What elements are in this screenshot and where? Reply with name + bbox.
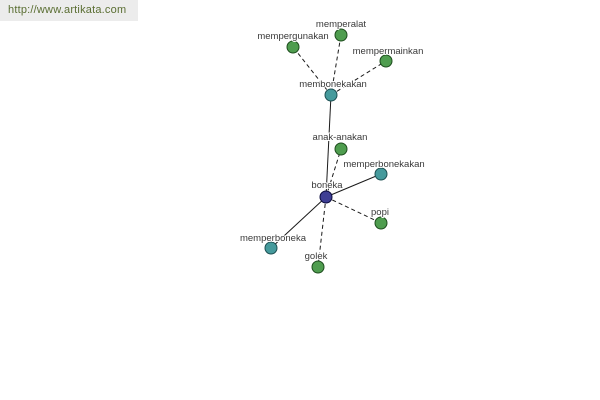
node-label-anak-anakan[interactable]: anak-anakan	[312, 131, 369, 144]
edge-membonekakan--boneka	[325, 94, 332, 198]
node-memperboneka[interactable]	[264, 241, 278, 255]
node-label-boneka[interactable]: boneka	[310, 179, 344, 192]
node-label-mempermainkan[interactable]: mempermainkan	[352, 45, 425, 58]
node-membonekakan[interactable]	[324, 88, 338, 102]
node-label-memperbonekakan[interactable]: memperbonekakan	[342, 158, 425, 171]
node-label-mempergunakan[interactable]: mempergunakan	[256, 30, 329, 43]
node-popi[interactable]	[374, 216, 388, 230]
node-mempermainkan[interactable]	[379, 54, 393, 68]
edge-membonekakan--mempergunakan	[292, 46, 332, 96]
edge-boneka--memperbonekakan	[325, 173, 382, 198]
node-mempergunakan[interactable]	[286, 40, 300, 54]
node-label-memperboneka[interactable]: memperboneka	[239, 232, 308, 245]
edge-boneka--popi	[325, 196, 382, 224]
node-label-popi[interactable]: popi	[370, 206, 390, 219]
node-label-membonekakan[interactable]: membonekakan	[298, 78, 368, 91]
node-memperbonekakan[interactable]	[374, 167, 388, 181]
edge-boneka--anak-anakan	[325, 148, 342, 198]
node-boneka[interactable]	[319, 190, 333, 204]
edge-membonekakan--mempermainkan	[330, 60, 387, 96]
node-label-memperalat[interactable]: memperalat	[315, 18, 368, 31]
edge-boneka--memperboneka	[270, 196, 327, 249]
node-anak-anakan[interactable]	[334, 142, 348, 156]
edge-boneka--golek	[317, 196, 327, 268]
url-bar[interactable]: http://www.artikata.com	[0, 0, 139, 21]
node-golek[interactable]	[311, 260, 325, 274]
edge-membonekakan--memperalat	[330, 34, 342, 96]
node-memperalat[interactable]	[334, 28, 348, 42]
node-label-golek[interactable]: golek	[304, 250, 329, 263]
